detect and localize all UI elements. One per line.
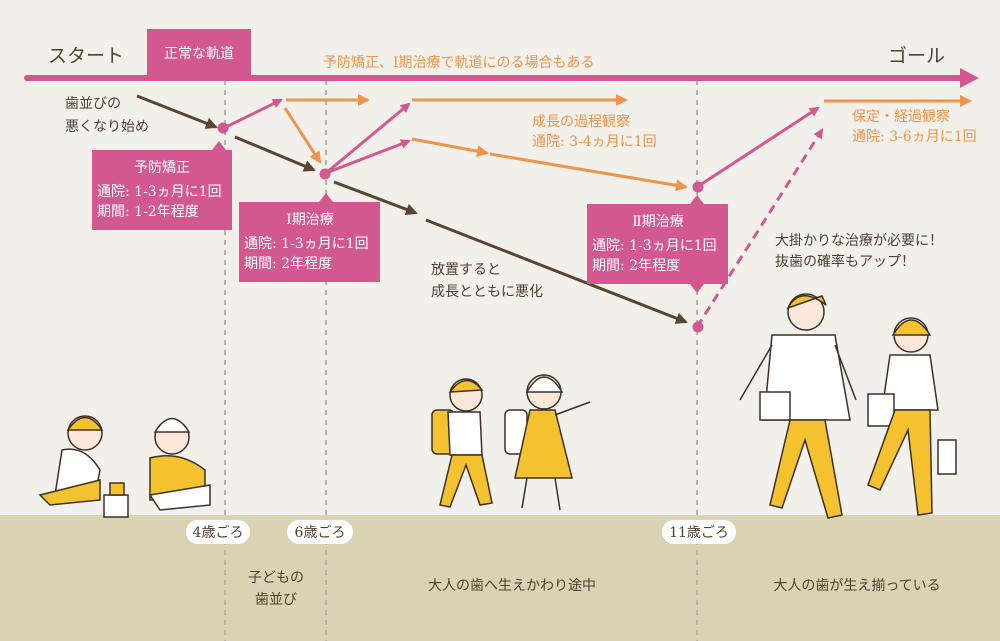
svg-text:通院: 1-3ヵ月に1回: 通院: 1-3ヵ月に1回 (244, 236, 369, 252)
svg-text:通院: 1-3ヵ月に1回: 通院: 1-3ヵ月に1回 (592, 238, 717, 254)
age-pill-11: 11歳ごろ (662, 520, 736, 544)
growth-observe-note: 成長の過程観察通院: 3-4ヵ月に1回 (532, 113, 657, 150)
ground-band (0, 515, 1000, 641)
stage-child: 子どもの歯並び (248, 570, 304, 608)
box-phase1-treatment: Ⅰ期治療 通院: 1-3ヵ月に1回 期間: 2年程度 (239, 193, 380, 282)
retention-note: 保定・経過観察通院: 3-6ヵ月に1回 (852, 108, 977, 145)
schoolchildren-illustration (431, 374, 591, 511)
goal-label: ゴール (888, 45, 945, 67)
svg-text:期間: 2年程度: 期間: 2年程度 (592, 258, 680, 274)
neglect-note: 放置すると成長とともに悪化 (431, 262, 543, 300)
orange-note: 予防矯正、Ⅰ期治療で軌道にのる場合もある (323, 54, 595, 71)
box-preventive-orthodontics: 予防矯正 通院: 1-3ヵ月に1回 期間: 1-2年程度 (92, 141, 232, 230)
age-pill-6: 6歳ごろ (287, 520, 353, 544)
warning-note: 大掛かりな治療が必要に！抜歯の確率もアップ！ (775, 232, 943, 270)
svg-text:Ⅰ期治療: Ⅰ期治療 (286, 211, 334, 228)
svg-text:期間: 2年程度: 期間: 2年程度 (244, 256, 332, 272)
svg-text:通院: 1-3ヵ月に1回: 通院: 1-3ヵ月に1回 (97, 184, 222, 200)
path-arrows (136, 94, 972, 328)
age-pill-4: 4歳ごろ (186, 520, 250, 544)
svg-text:11歳ごろ: 11歳ごろ (669, 525, 729, 541)
svg-text:6歳ごろ: 6歳ごろ (295, 525, 346, 541)
toddlers-illustration (38, 415, 211, 518)
normal-track-label: 正常な軌道 (164, 46, 234, 62)
svg-text:期間: 1-2年程度: 期間: 1-2年程度 (97, 204, 199, 220)
stage-mixed: 大人の歯へ生えかわり途中 (428, 577, 596, 594)
box-phase2-treatment: Ⅱ期治療 通院: 1-3ヵ月に1回 期間: 2年程度 (587, 195, 728, 293)
decision-dots (217, 122, 704, 333)
svg-text:予防矯正: 予防矯正 (134, 160, 190, 176)
adults-illustration (739, 293, 957, 519)
start-label: スタート (48, 45, 124, 67)
normal-track-tab (147, 29, 251, 76)
stage-adult: 大人の歯が生え揃っている (773, 578, 940, 594)
svg-text:4歳ごろ: 4歳ごろ (193, 525, 244, 541)
svg-text:Ⅱ期治療: Ⅱ期治療 (632, 213, 684, 230)
onset-note: 歯並びの悪くなり始め (65, 96, 149, 135)
